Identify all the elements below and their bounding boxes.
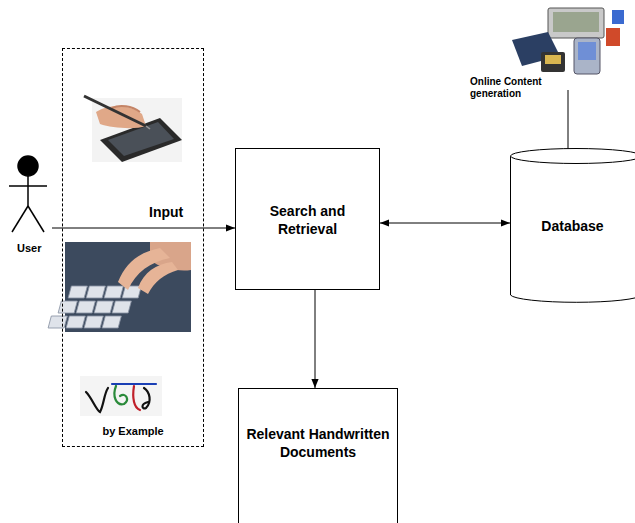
output-box: Relevant Handwritten Documents (238, 388, 398, 523)
input-group-box: by Example (62, 48, 204, 447)
source-label: Online Content generation (470, 76, 562, 100)
devices-picture (512, 8, 624, 74)
node-text: by Example (69, 424, 197, 438)
user-label: User (17, 242, 57, 255)
node-text: Relevant Handwritten Documents (245, 425, 391, 461)
text-holder: Relevant Handwritten Documents (239, 425, 397, 461)
node-text: Search and Retrieval (242, 202, 373, 238)
text-holder: by Example (63, 424, 203, 438)
user-figure (9, 156, 47, 232)
database-cylinder: Database (510, 148, 635, 304)
node-text: Database (516, 217, 629, 235)
edge-label: Input (148, 204, 184, 220)
process-box: Search and Retrieval (235, 148, 380, 290)
input-line (52, 228, 204, 229)
arrow-connector (315, 290, 316, 388)
keyboard-picture (48, 242, 191, 332)
arrow-connector (204, 228, 235, 229)
content-arrow (568, 90, 569, 152)
pen-tablet-picture (84, 96, 182, 162)
text-holder: Search and Retrieval (236, 202, 379, 238)
handwriting-sample (80, 376, 162, 416)
arrow-connector (380, 223, 510, 224)
text-holder: Database (510, 217, 635, 235)
